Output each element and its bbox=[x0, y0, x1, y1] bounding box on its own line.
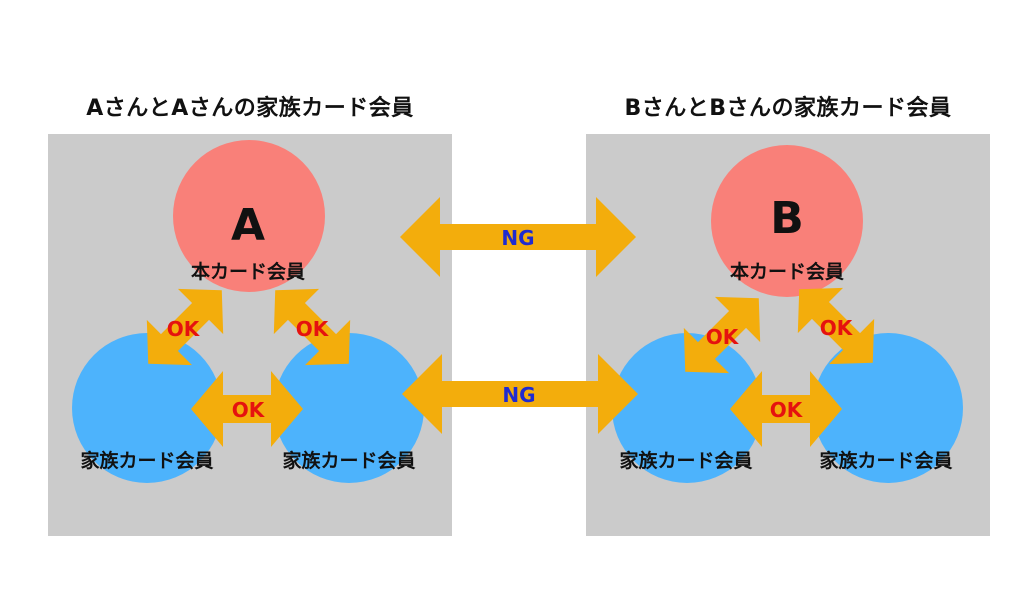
group-b-primary-label: 本カード会員 bbox=[730, 260, 844, 283]
double-arrow-shape bbox=[797, 287, 875, 365]
double-arrow-shape bbox=[400, 197, 636, 277]
group-a-family1-circle bbox=[72, 333, 222, 483]
group-b-ok-label-1: OK bbox=[706, 325, 740, 349]
group-a-family1-label: 家族カード会員 bbox=[80, 449, 213, 472]
group-b-ok-label-2: OK bbox=[820, 316, 854, 340]
group-b-ok-arrow-primary-family2 bbox=[797, 287, 875, 365]
group-a-primary-letter: A bbox=[231, 200, 265, 251]
group-b-family2-circle bbox=[813, 333, 963, 483]
ng-arrow-primary bbox=[400, 197, 636, 277]
group-b-primary-letter: B bbox=[770, 193, 804, 244]
group-a-family2-label: 家族カード会員 bbox=[282, 449, 415, 472]
double-arrow-shape bbox=[402, 354, 638, 434]
group-b: B 本カード会員 OK OK OK 家族カード会員 家族カード会員 bbox=[612, 145, 963, 483]
group-a-ok-arrow-family bbox=[191, 371, 303, 447]
group-a-ok-arrow-primary-family1 bbox=[146, 288, 224, 366]
group-b-ok-arrow-family bbox=[730, 371, 842, 447]
group-a-primary-circle bbox=[173, 140, 325, 292]
group-b-heading: BさんとBさんの家族カード会員 bbox=[624, 96, 952, 121]
group-b-primary-circle bbox=[711, 145, 863, 297]
ng-arrow-family bbox=[402, 354, 638, 434]
double-arrow-shape bbox=[683, 296, 761, 374]
group-a-ok-label-1: OK bbox=[167, 317, 201, 341]
group-a-primary-label: 本カード会員 bbox=[191, 260, 305, 283]
group-a-ok-arrow-primary-family2 bbox=[273, 288, 351, 366]
ng-label-primary: NG bbox=[501, 226, 534, 250]
group-b-ok-arrow-primary-family1 bbox=[683, 296, 761, 374]
double-arrow-shape bbox=[191, 371, 303, 447]
group-a-ok-label-2: OK bbox=[296, 317, 330, 341]
group-a-ok-label-3: OK bbox=[232, 398, 266, 422]
group-a-heading: AさんとAさんの家族カード会員 bbox=[86, 96, 414, 121]
group-b-family1-label: 家族カード会員 bbox=[619, 449, 752, 472]
group-b-ok-label-3: OK bbox=[770, 398, 804, 422]
double-arrow-shape bbox=[146, 288, 224, 366]
double-arrow-shape bbox=[273, 288, 351, 366]
double-arrow-shape bbox=[730, 371, 842, 447]
group-a-family2-circle bbox=[274, 333, 424, 483]
ng-label-family: NG bbox=[502, 383, 535, 407]
group-b-family2-label: 家族カード会員 bbox=[819, 449, 952, 472]
group-a: A 本カード会員 OK OK OK 家族カード会員 家族カード会員 bbox=[72, 140, 424, 483]
